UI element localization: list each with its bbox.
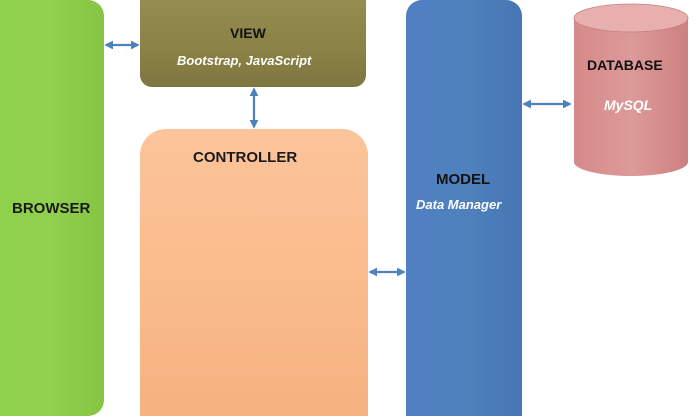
controller-block: CONTROLLER <box>140 129 368 416</box>
view-block: VIEW Bootstrap, JavaScript <box>140 0 366 87</box>
browser-block: BROWSER <box>0 0 104 416</box>
browser-label: BROWSER <box>12 200 91 217</box>
database-cylinder-icon <box>573 3 689 176</box>
database-label: DATABASE <box>587 57 663 73</box>
database-body <box>574 18 688 176</box>
database-sublabel: MySQL <box>604 97 653 113</box>
model-block: MODEL Data Manager <box>406 0 522 416</box>
model-sublabel: Data Manager <box>416 197 502 212</box>
model-label: MODEL <box>436 171 491 188</box>
view-sublabel: Bootstrap, JavaScript <box>177 53 312 68</box>
controller-label: CONTROLLER <box>193 149 298 166</box>
database-top <box>574 4 688 32</box>
view-label: VIEW <box>230 25 266 41</box>
